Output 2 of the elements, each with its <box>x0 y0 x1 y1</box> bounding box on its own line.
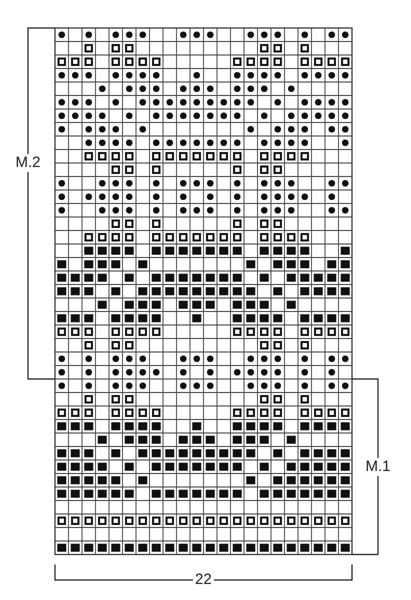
section-label: M.1 <box>364 458 393 476</box>
section-label: M.2 <box>14 154 43 172</box>
